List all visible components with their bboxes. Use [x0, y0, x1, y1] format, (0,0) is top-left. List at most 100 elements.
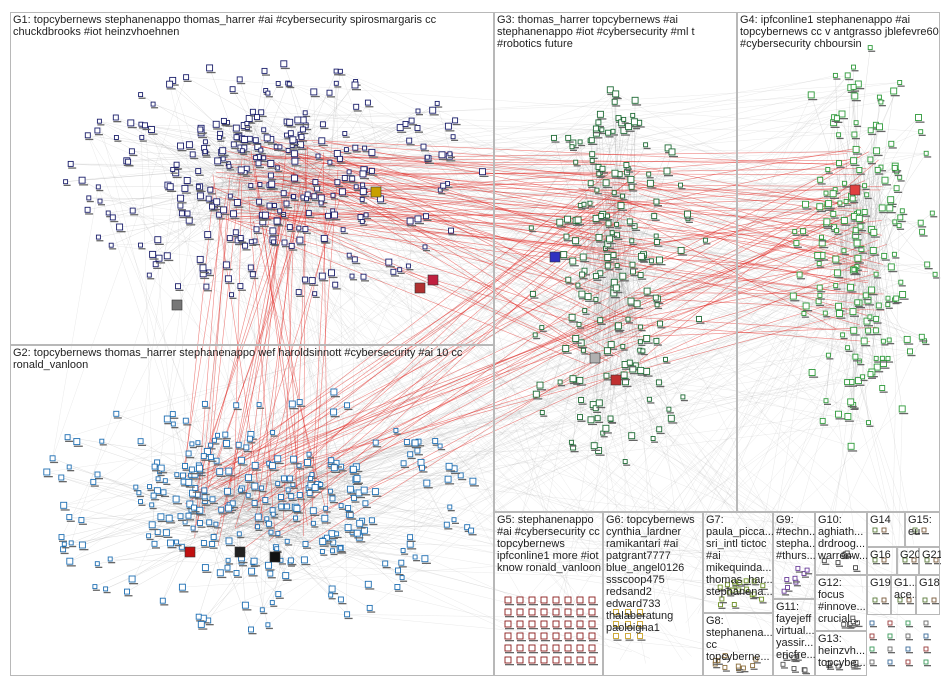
edge — [286, 419, 592, 507]
node-label-bar — [870, 652, 877, 654]
node — [288, 242, 295, 249]
edge — [272, 470, 279, 534]
node — [277, 144, 283, 150]
group-panel-g5 — [494, 512, 603, 676]
edge — [272, 510, 311, 533]
edge — [590, 254, 606, 420]
node-label-bar — [327, 165, 335, 167]
edge — [197, 468, 273, 495]
edge — [189, 265, 618, 505]
node — [258, 147, 264, 153]
edge — [203, 537, 287, 619]
node — [308, 277, 316, 285]
edge — [587, 272, 879, 355]
edge — [630, 400, 827, 557]
node — [298, 133, 305, 140]
node — [261, 127, 267, 133]
node — [146, 272, 152, 278]
node-label-bar — [365, 106, 374, 108]
edge — [140, 124, 606, 429]
edge — [811, 295, 855, 373]
edge — [99, 121, 598, 419]
node — [138, 242, 143, 248]
node-label-bar — [334, 74, 342, 76]
edge — [257, 506, 386, 564]
node — [385, 258, 393, 266]
edge — [289, 83, 859, 381]
node-label-bar — [217, 140, 225, 142]
edge — [840, 95, 855, 214]
node-label-bar — [196, 189, 204, 191]
nodes — [43, 45, 941, 675]
edge — [864, 193, 872, 342]
node — [248, 183, 254, 189]
edge — [228, 403, 293, 484]
edge — [277, 167, 643, 601]
edge — [294, 177, 607, 376]
edge — [339, 155, 614, 177]
edge — [874, 175, 901, 283]
edge — [215, 171, 839, 217]
edge — [877, 182, 895, 300]
node-label-bar — [296, 244, 306, 246]
node — [220, 117, 227, 124]
edge — [198, 518, 230, 617]
node-label-bar — [172, 176, 182, 179]
node-label-bar — [234, 206, 244, 208]
node — [438, 151, 446, 159]
node-label-bar — [425, 162, 434, 164]
edge — [896, 408, 903, 639]
node — [112, 114, 119, 121]
node — [291, 174, 298, 182]
node — [363, 212, 369, 218]
edge — [219, 309, 861, 484]
edge — [283, 63, 316, 149]
edge — [583, 350, 829, 593]
edge — [197, 220, 601, 489]
edge — [582, 226, 706, 241]
node-label-bar — [296, 295, 305, 297]
node — [923, 646, 929, 652]
node — [362, 145, 368, 151]
node-label-bar — [284, 207, 292, 209]
edge — [215, 218, 597, 525]
node-label-bar — [262, 219, 272, 221]
edge — [200, 132, 272, 212]
node-label-bar — [230, 217, 240, 220]
edge — [210, 189, 302, 198]
edge — [311, 467, 365, 491]
edge — [632, 87, 851, 265]
edge — [87, 135, 312, 485]
node — [249, 108, 256, 115]
edge — [310, 170, 339, 526]
node-label-bar — [277, 149, 285, 152]
node-label-bar — [256, 205, 265, 207]
edge — [625, 241, 658, 324]
edge — [579, 380, 826, 544]
node-label-bar — [870, 665, 877, 667]
node — [312, 291, 318, 297]
group-panel-g17 — [891, 575, 916, 615]
edge — [600, 182, 607, 324]
edge — [110, 521, 263, 560]
node-label-bar — [305, 198, 314, 200]
node-label-bar — [138, 97, 146, 99]
edge — [233, 467, 423, 525]
edge — [224, 533, 240, 535]
node-label-bar — [334, 185, 343, 187]
node-label-bar — [204, 238, 214, 240]
edge — [624, 305, 633, 365]
node — [84, 206, 91, 213]
edge — [619, 230, 641, 342]
edge — [304, 279, 316, 488]
node — [226, 235, 233, 242]
node — [281, 239, 288, 246]
edge — [240, 503, 286, 576]
edge — [217, 142, 573, 436]
node-label-bar — [421, 150, 429, 152]
node — [286, 224, 293, 231]
node-label-bar — [331, 219, 341, 221]
node-label-bar — [274, 149, 282, 152]
edge — [176, 498, 311, 523]
edge — [276, 253, 879, 532]
